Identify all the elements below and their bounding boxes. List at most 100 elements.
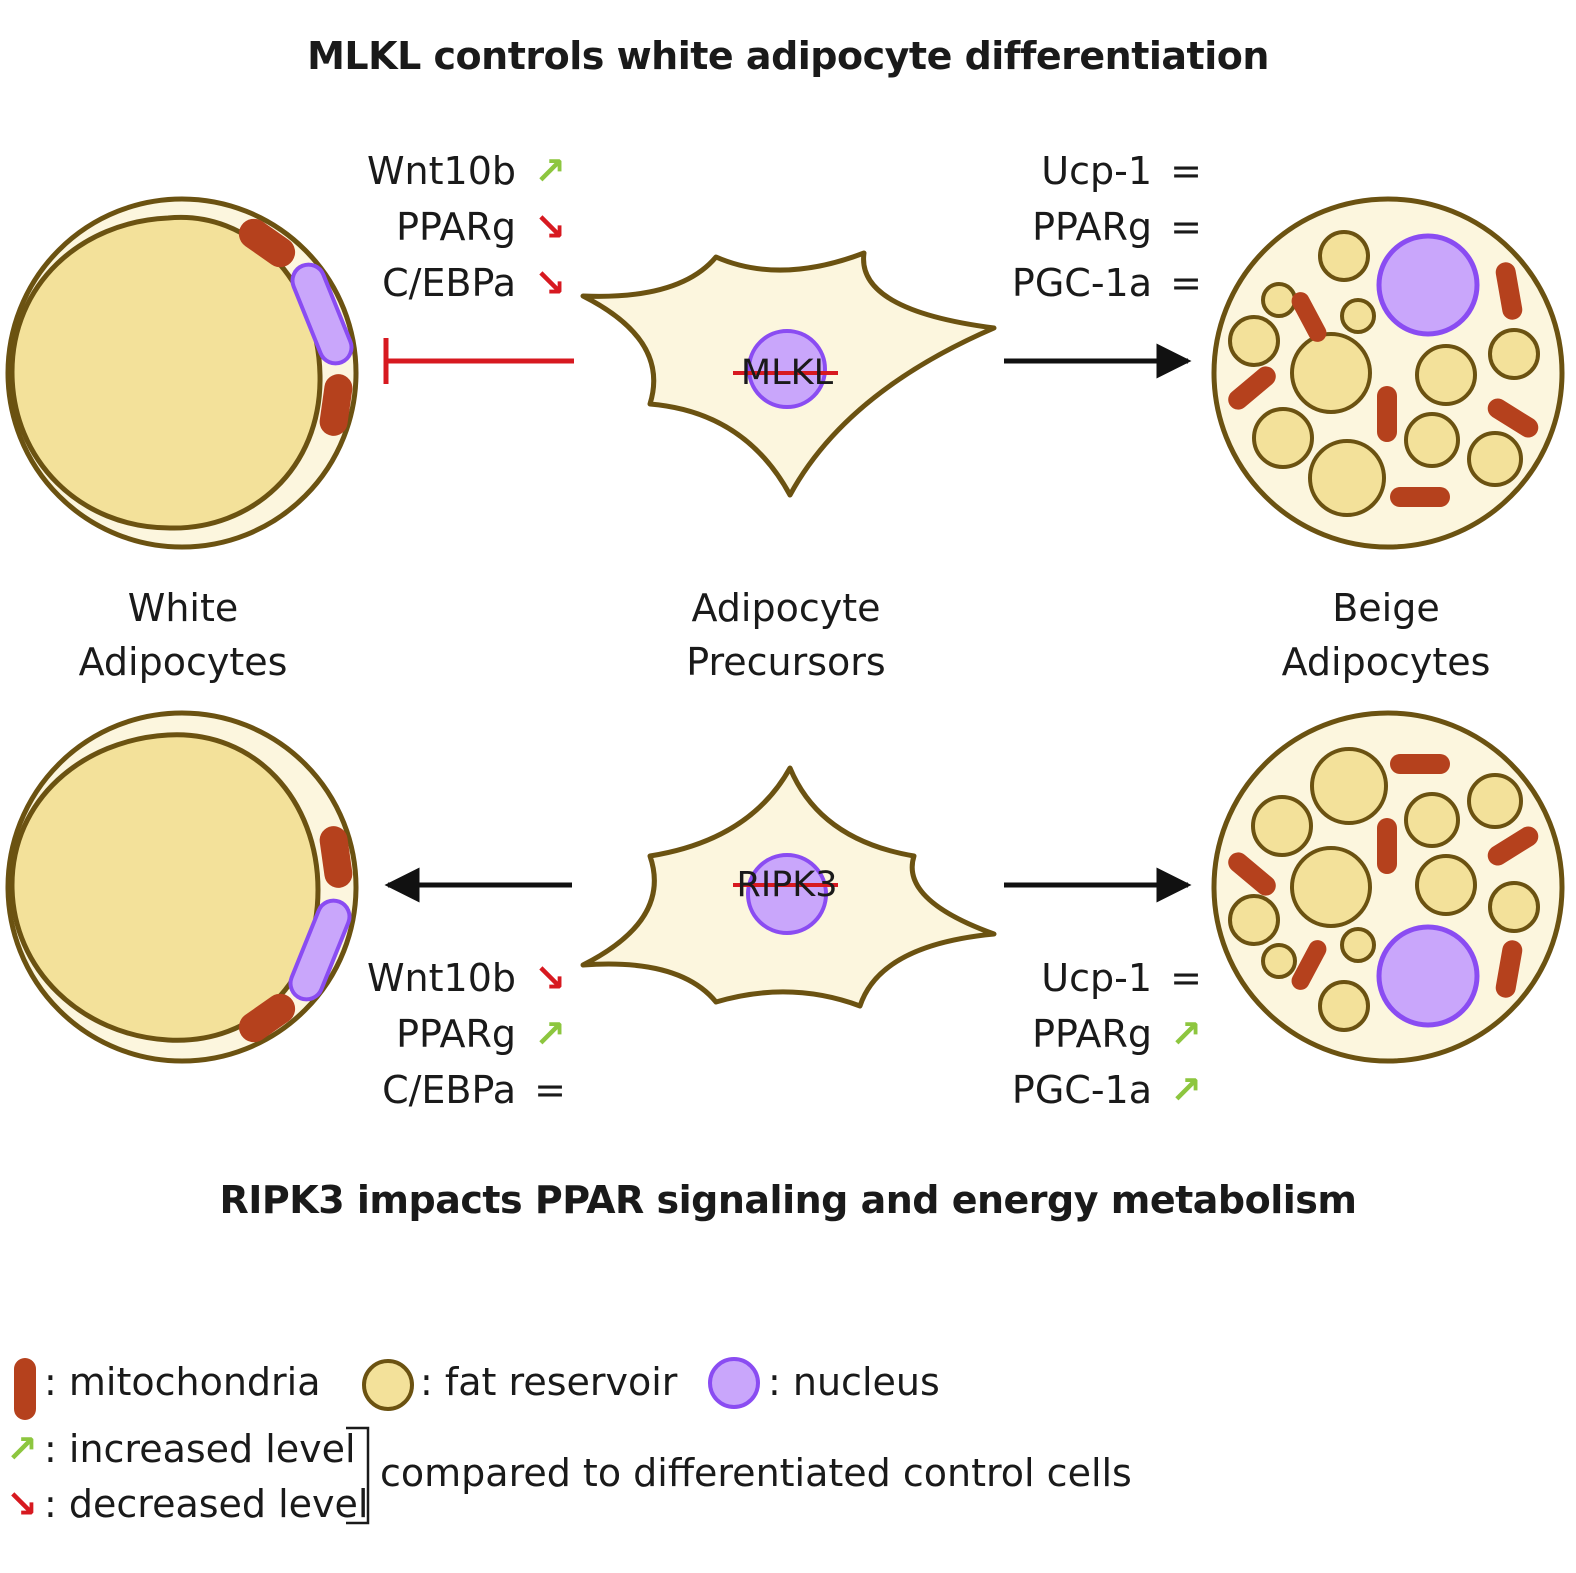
fat-droplet bbox=[1290, 846, 1372, 928]
nucleus-elongated bbox=[290, 262, 354, 366]
markers-bottom-right: Ucp-1 = PPARg↗ PGC-1a ↗ bbox=[930, 950, 1206, 1118]
label-line-1: Adipocyte bbox=[691, 586, 881, 630]
mitochondrion bbox=[1495, 940, 1523, 998]
marker-row: PPARg ↗ bbox=[300, 1006, 570, 1062]
beige-adipocyte-top bbox=[1211, 196, 1565, 550]
marker-change-icon: ↘ bbox=[534, 956, 566, 1000]
marker-row: Wnt10b ↘ bbox=[300, 950, 570, 1006]
bottom-title: RIPK3 impacts PPAR signaling and energy … bbox=[219, 1178, 1357, 1222]
legend-nucleus-icon bbox=[708, 1357, 760, 1409]
fat-droplet bbox=[1252, 407, 1314, 469]
marker-row: Ucp-1 = bbox=[930, 950, 1206, 1006]
beige-adipocytes-label: Beige Adipocytes bbox=[1236, 581, 1536, 689]
mitochondrion bbox=[1495, 262, 1523, 320]
marker-name: Wnt10b bbox=[366, 149, 516, 193]
white-adipocyte-top bbox=[5, 196, 359, 550]
precursor-nucleus bbox=[746, 853, 828, 935]
adipocyte-precursors-label: Adipocyte Precursors bbox=[636, 581, 936, 689]
fat-droplet bbox=[1404, 792, 1460, 848]
legend-increase-icon: ↗ bbox=[6, 1427, 38, 1471]
marker-change-icon: ↗ bbox=[534, 149, 566, 193]
mitochondrion bbox=[1291, 292, 1327, 342]
mitochondrion bbox=[238, 993, 296, 1043]
marker-row: PPARg↗ bbox=[930, 1006, 1206, 1062]
marker-name: PGC-1a bbox=[1011, 261, 1152, 305]
mitochondrion bbox=[1377, 818, 1397, 874]
white-adipocyte-bottom bbox=[5, 710, 359, 1064]
marker-change-icon: = bbox=[1170, 261, 1202, 305]
knockout-label-mlkl: MLKL bbox=[740, 353, 834, 393]
legend-decreased-label: : decreased level bbox=[44, 1482, 369, 1526]
legend-fat-icon bbox=[362, 1359, 414, 1411]
inhibition-arrow bbox=[383, 338, 574, 384]
fat-droplet bbox=[1415, 854, 1477, 916]
legend-nucleus-label: : nucleus bbox=[768, 1360, 940, 1404]
adipocyte-precursor-bottom bbox=[580, 765, 997, 1009]
beige-nucleus bbox=[1376, 233, 1480, 337]
adipocyte-precursor-top bbox=[580, 250, 997, 498]
mitochondrion bbox=[1291, 940, 1327, 990]
marker-change-icon: ↗ bbox=[1170, 1068, 1202, 1112]
beige-nucleus bbox=[1376, 924, 1480, 1028]
fat-droplet bbox=[1467, 431, 1523, 487]
legend-graphics bbox=[14, 1357, 760, 1525]
legend-comparison-note: compared to differentiated control cells bbox=[380, 1451, 1132, 1495]
marker-name: Ucp-1 bbox=[1041, 956, 1152, 1000]
fat-droplet bbox=[1290, 332, 1372, 414]
mitochondrion bbox=[319, 826, 353, 888]
marker-name: PPARg bbox=[396, 1012, 516, 1056]
marker-change-icon: ↗ bbox=[534, 1012, 566, 1056]
markers-bottom-left: Wnt10b ↘ PPARg ↗ C/EBPa = bbox=[300, 950, 570, 1118]
marker-name: PPARg bbox=[1032, 1012, 1152, 1056]
fat-droplet bbox=[1228, 894, 1280, 946]
legend-decrease-icon: ↘ bbox=[6, 1482, 38, 1526]
marker-row: PGC-1a ↗ bbox=[930, 1062, 1206, 1118]
marker-change-icon: ↘ bbox=[534, 261, 566, 305]
marker-name: Ucp-1 bbox=[1041, 149, 1152, 193]
mitochondrion bbox=[1487, 826, 1539, 866]
white-adipocytes-label: White Adipocytes bbox=[33, 581, 333, 689]
label-line-2: Precursors bbox=[686, 640, 886, 684]
mitochondrion bbox=[319, 374, 353, 436]
knockout-label-ripk3: RIPK3 bbox=[736, 865, 838, 905]
marker-name: PPARg bbox=[396, 205, 516, 249]
marker-name: PGC-1a bbox=[1011, 1068, 1152, 1112]
fat-droplet bbox=[1261, 943, 1297, 979]
mitochondrion bbox=[1390, 754, 1450, 774]
marker-name: C/EBPa bbox=[382, 1068, 516, 1112]
white-cell-fat-reservoir bbox=[9, 732, 321, 1043]
fat-droplet bbox=[1404, 412, 1460, 468]
precursor-nucleus bbox=[747, 329, 827, 409]
fat-droplet bbox=[1488, 328, 1540, 380]
marker-change-icon: = bbox=[534, 1068, 566, 1112]
mitochondrion bbox=[1228, 366, 1276, 410]
marker-change-icon: ↘ bbox=[534, 205, 566, 249]
marker-row: PGC-1a = bbox=[930, 255, 1206, 311]
nucleus-elongated bbox=[288, 898, 352, 1002]
beige-adipocyte-bottom bbox=[1211, 710, 1565, 1064]
marker-change-icon: = bbox=[1170, 956, 1202, 1000]
legend-mitochondria-icon bbox=[14, 1358, 36, 1420]
label-line-2: Adipocytes bbox=[1281, 640, 1491, 684]
marker-row: Ucp-1= bbox=[930, 143, 1206, 199]
marker-row: PPARg= bbox=[930, 199, 1206, 255]
marker-row: C/EBPa = bbox=[300, 1062, 570, 1118]
fat-droplet bbox=[1318, 230, 1370, 282]
mitochondrion bbox=[1390, 487, 1450, 507]
marker-row: C/EBPa↘ bbox=[300, 255, 570, 311]
mitochondrion bbox=[238, 218, 296, 268]
fat-droplet bbox=[1318, 980, 1370, 1032]
marker-row: Wnt10b ↗ bbox=[300, 143, 570, 199]
fat-droplet bbox=[1261, 282, 1297, 318]
fat-droplet bbox=[1415, 344, 1477, 406]
marker-name: Wnt10b bbox=[366, 956, 516, 1000]
markers-top-right: Ucp-1= PPARg= PGC-1a = bbox=[930, 143, 1206, 311]
legend-bracket bbox=[346, 1426, 370, 1525]
legend-fat-label: : fat reservoir bbox=[420, 1360, 678, 1404]
mitochondrion bbox=[1487, 398, 1539, 438]
fat-droplet bbox=[1228, 315, 1280, 367]
fat-droplet bbox=[1308, 439, 1386, 517]
top-title: MLKL controls white adipocyte differenti… bbox=[307, 34, 1269, 78]
